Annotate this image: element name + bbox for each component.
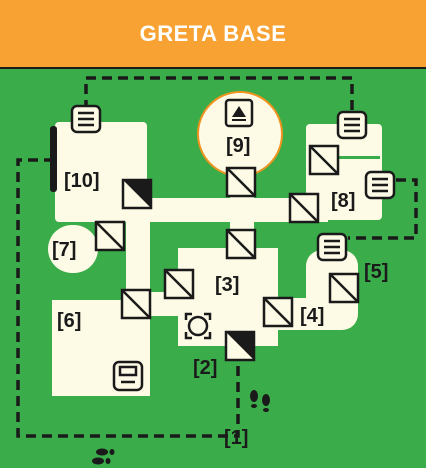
room-label-1: [1] — [224, 427, 248, 449]
save-icon[interactable] — [112, 360, 144, 392]
vent-icon[interactable] — [336, 110, 368, 140]
room-3-area — [178, 248, 278, 346]
vent-icon[interactable] — [70, 104, 102, 134]
door-icon[interactable] — [225, 166, 257, 198]
vent-paths — [16, 76, 418, 438]
door-icon[interactable] — [94, 220, 126, 252]
vent-path-east — [348, 178, 418, 240]
vent-path-north — [84, 76, 354, 116]
vent-path-west — [16, 158, 240, 438]
door-icon[interactable] — [120, 288, 152, 320]
room-7-area — [48, 225, 98, 273]
locked-door-icon[interactable] — [121, 178, 153, 210]
door-icon[interactable] — [225, 228, 257, 260]
vent-icon[interactable] — [316, 232, 348, 262]
objective-icon[interactable] — [224, 98, 254, 128]
footsteps-icon — [92, 448, 115, 465]
locked-door-icon[interactable] — [224, 330, 256, 362]
room-label-9: [9] — [226, 135, 250, 157]
door-icon[interactable] — [328, 272, 360, 304]
wall-segment — [50, 126, 57, 192]
title-bar: GRETA BASE — [0, 0, 426, 69]
room-label-4: [4] — [300, 305, 324, 327]
room-label-2: [2] — [193, 357, 217, 379]
room-label-6: [6] — [57, 310, 81, 332]
door-icon[interactable] — [262, 296, 294, 328]
room-label-5: [5] — [364, 261, 388, 283]
room-label-3: [3] — [215, 274, 239, 296]
doors — [94, 144, 360, 328]
room-label-10: [10] — [64, 170, 100, 192]
door-icon[interactable] — [308, 144, 340, 176]
vent-icon[interactable] — [364, 170, 396, 200]
room-8-divider — [318, 156, 380, 159]
player-start-icon[interactable] — [184, 312, 212, 340]
footsteps-icon — [250, 390, 270, 412]
door-icon[interactable] — [163, 268, 195, 300]
door-icon[interactable] — [288, 192, 320, 224]
room-label-7: [7] — [52, 239, 76, 261]
map-title: GRETA BASE — [139, 20, 287, 46]
room-label-8: [8] — [331, 190, 355, 212]
